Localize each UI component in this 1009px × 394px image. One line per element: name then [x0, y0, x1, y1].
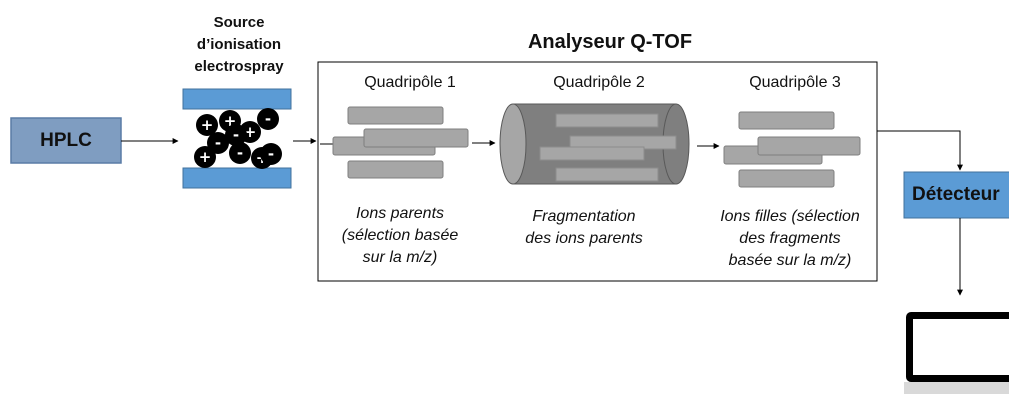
analyzer-title: Analyseur Q-TOF: [527, 31, 693, 53]
ion-droplet: [194, 146, 216, 168]
quadrupole-1-rods: [332, 106, 469, 179]
quadrupole-3-rods: [723, 111, 861, 188]
quad2-cell-front: [499, 103, 527, 185]
hplc-label: HPLC: [40, 129, 92, 151]
source-title: Source d’ionisation electrospray: [180, 12, 298, 78]
ion-charge-sign: -: [215, 134, 221, 152]
quad1-rod: [363, 128, 469, 148]
quad2-rod: [555, 113, 659, 128]
source-title-line: Source: [213, 14, 265, 31]
electrode-top: [182, 88, 292, 110]
detector-box: [903, 171, 1009, 219]
ion-droplet: [257, 108, 279, 130]
quadrupole-2-cell: [499, 103, 690, 185]
ion-charge-sign: -: [233, 126, 239, 144]
caption-line: Ions filles (sélection: [720, 208, 860, 225]
quadrupole-3-caption: Ions filles (sélection des fragments bas…: [705, 206, 875, 272]
ion-charge-sign: -: [237, 144, 243, 162]
caption-line: basée sur la m/z): [728, 252, 852, 269]
computer-monitor-icon: [904, 312, 1009, 394]
electrode-bottom: [182, 167, 292, 189]
quadrupole-2-caption: Fragmentation des ions parents: [509, 206, 659, 250]
ion-droplet: [229, 142, 251, 164]
ion-droplet: [207, 132, 229, 154]
quad1-rod: [347, 160, 444, 179]
caption-line: des ions parents: [525, 230, 643, 247]
source-title-line: electrospray: [194, 58, 284, 75]
quad3-rod: [738, 111, 835, 130]
quad3-rod: [738, 169, 835, 188]
quadrupole-1-caption: Ions parents (sélection basée sur la m/z…: [325, 203, 475, 269]
caption-line: Fragmentation: [532, 208, 636, 225]
analyzer-frame: [317, 61, 878, 282]
quad2-rod: [539, 146, 645, 161]
caption-line: (sélection basée: [341, 227, 459, 244]
quad3-rod: [757, 136, 861, 156]
ion-charge-sign: -: [265, 110, 271, 128]
quad1-rod: [347, 106, 444, 125]
ion-charge-sign: +: [199, 148, 212, 166]
detector-label: Détecteur: [912, 184, 1000, 205]
ion-charge-sign: -: [268, 145, 274, 163]
caption-line: sur la m/z): [362, 249, 438, 266]
quadrupole-2-label: Quadripôle 2: [553, 74, 645, 91]
hplc-box: [10, 117, 122, 164]
ion-droplet: [225, 124, 247, 146]
ion-cloud: ++++----+-: [194, 108, 282, 169]
ion-charge-sign: +: [201, 116, 214, 134]
quadrupole-3-label: Quadripôle 3: [749, 74, 841, 91]
quadrupole-1-label: Quadripôle 1: [364, 74, 456, 91]
ion-droplet: [196, 114, 218, 136]
caption-line: des fragments: [739, 230, 841, 247]
source-title-line: d’ionisation: [196, 36, 282, 53]
arrow-analyzer-to-detector: [877, 130, 963, 171]
quad2-rod: [555, 167, 659, 182]
caption-line: Ions parents: [355, 205, 445, 222]
ion-droplet: [260, 143, 282, 165]
